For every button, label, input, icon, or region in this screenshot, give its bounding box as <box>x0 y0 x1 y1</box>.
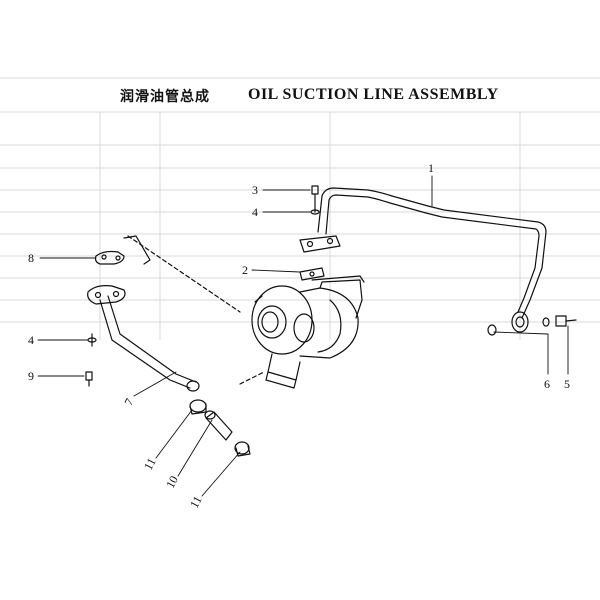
callout-6: 6 <box>544 377 550 391</box>
turbocharger <box>251 275 365 389</box>
oil-line-tube <box>317 187 547 319</box>
callout-3: 3 <box>252 183 258 197</box>
washer-4-left <box>87 333 97 347</box>
dashed-leaders <box>127 235 265 385</box>
callout-8: 8 <box>28 251 34 265</box>
banjo-fitting <box>511 311 529 333</box>
callout-5: 5 <box>564 377 570 391</box>
oil-return-pipe-7 <box>99 295 200 392</box>
callout-4-left: 4 <box>28 333 34 347</box>
title-english: OIL SUCTION LINE ASSEMBLY <box>248 86 499 103</box>
callout-1: 1 <box>428 161 434 175</box>
clamp-11-upper <box>189 399 207 415</box>
washer-6-pair <box>487 317 550 336</box>
leader-lines <box>37 175 569 497</box>
bolt-9 <box>85 371 93 387</box>
pipe-flange-8 <box>87 285 126 305</box>
pipe-upper-section <box>123 235 151 265</box>
gasket-2 <box>299 267 325 281</box>
line-flange-top <box>299 235 341 253</box>
washer-4-top <box>310 209 320 215</box>
bolt-5 <box>555 315 577 327</box>
bolt-3 <box>311 185 319 213</box>
clamp-11-lower <box>234 441 251 457</box>
gasket-8 <box>94 250 125 265</box>
callout-9: 9 <box>28 369 34 383</box>
callout-4-top: 4 <box>252 205 258 219</box>
title-chinese: 润滑油管总成 <box>120 89 210 105</box>
hose-10 <box>204 410 233 441</box>
callout-2: 2 <box>242 263 248 277</box>
